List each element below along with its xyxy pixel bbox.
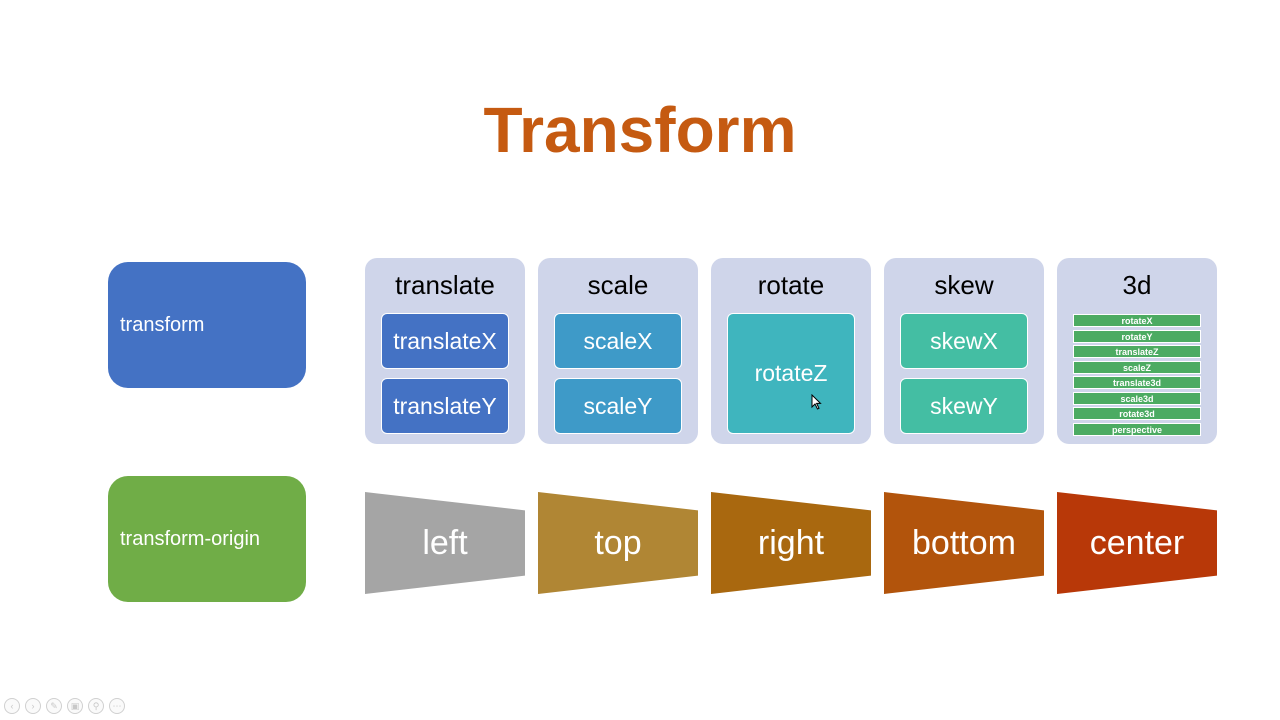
- origin-bottom-label: bottom: [912, 523, 1016, 562]
- origin-bottom: bottom: [884, 492, 1044, 594]
- origin-top-label: top: [594, 523, 642, 562]
- scale-y-box: scaleY: [554, 378, 682, 434]
- slideshow-toolbar: ‹ › ✎ ▣ ⚲ ⋯: [4, 698, 125, 714]
- scale-x-box: scaleX: [554, 313, 682, 369]
- group-rotate: rotate rotateZ: [711, 258, 871, 444]
- origin-right: right: [711, 492, 871, 594]
- 3d-function-list: rotateX rotateY translateZ scaleZ transl…: [1073, 314, 1201, 438]
- origin-left: left: [365, 492, 525, 594]
- transform-origin-row-label: transform-origin: [108, 476, 306, 602]
- origin-center: center: [1057, 492, 1217, 594]
- rotate-y-item: rotateY: [1073, 329, 1201, 343]
- skew-x-box: skewX: [900, 313, 1028, 369]
- zoom-icon[interactable]: ⚲: [88, 698, 104, 714]
- slides-icon[interactable]: ▣: [67, 698, 83, 714]
- origin-left-label: left: [422, 523, 468, 562]
- rotate-z-box: rotateZ: [727, 313, 855, 434]
- origin-right-label: right: [757, 523, 825, 562]
- group-scale-label: scale: [587, 270, 649, 300]
- mouse-cursor-icon: [811, 394, 822, 410]
- origin-top: top: [538, 492, 698, 594]
- group-3d-label: 3d: [1122, 270, 1152, 300]
- group-translate-label: translate: [395, 270, 495, 300]
- group-skew-label: skew: [934, 270, 994, 300]
- translate-3d-item: translate3d: [1073, 376, 1201, 389]
- scale-z-item: scaleZ: [1073, 360, 1201, 374]
- translate-x-box: translateX: [381, 313, 509, 369]
- slide-title: Transform: [483, 94, 797, 166]
- translate-y-box: translateY: [381, 378, 509, 434]
- group-translate: translate translateX translateY: [365, 258, 525, 444]
- transform-row-label-text: transform: [120, 313, 205, 336]
- transform-origin-row-label-text: transform-origin: [120, 527, 261, 550]
- scale-3d-item: scale3d: [1073, 391, 1201, 405]
- rotate-x-item: rotateX: [1073, 314, 1201, 327]
- transform-row-label: transform: [108, 262, 306, 388]
- perspective-item: perspective: [1073, 422, 1201, 436]
- rotate-3d-item: rotate3d: [1073, 407, 1201, 420]
- more-icon[interactable]: ⋯: [109, 698, 125, 714]
- next-icon[interactable]: ›: [25, 698, 41, 714]
- group-skew: skew skewX skewY: [884, 258, 1044, 444]
- skew-y-box: skewY: [900, 378, 1028, 434]
- translate-z-item: translateZ: [1073, 345, 1201, 358]
- origin-center-label: center: [1089, 523, 1185, 562]
- group-3d: 3d rotateX rotateY translateZ scaleZ tra…: [1057, 258, 1217, 444]
- prev-icon[interactable]: ‹: [4, 698, 20, 714]
- pen-icon[interactable]: ✎: [46, 698, 62, 714]
- group-scale: scale scaleX scaleY: [538, 258, 698, 444]
- group-rotate-label: rotate: [757, 270, 825, 300]
